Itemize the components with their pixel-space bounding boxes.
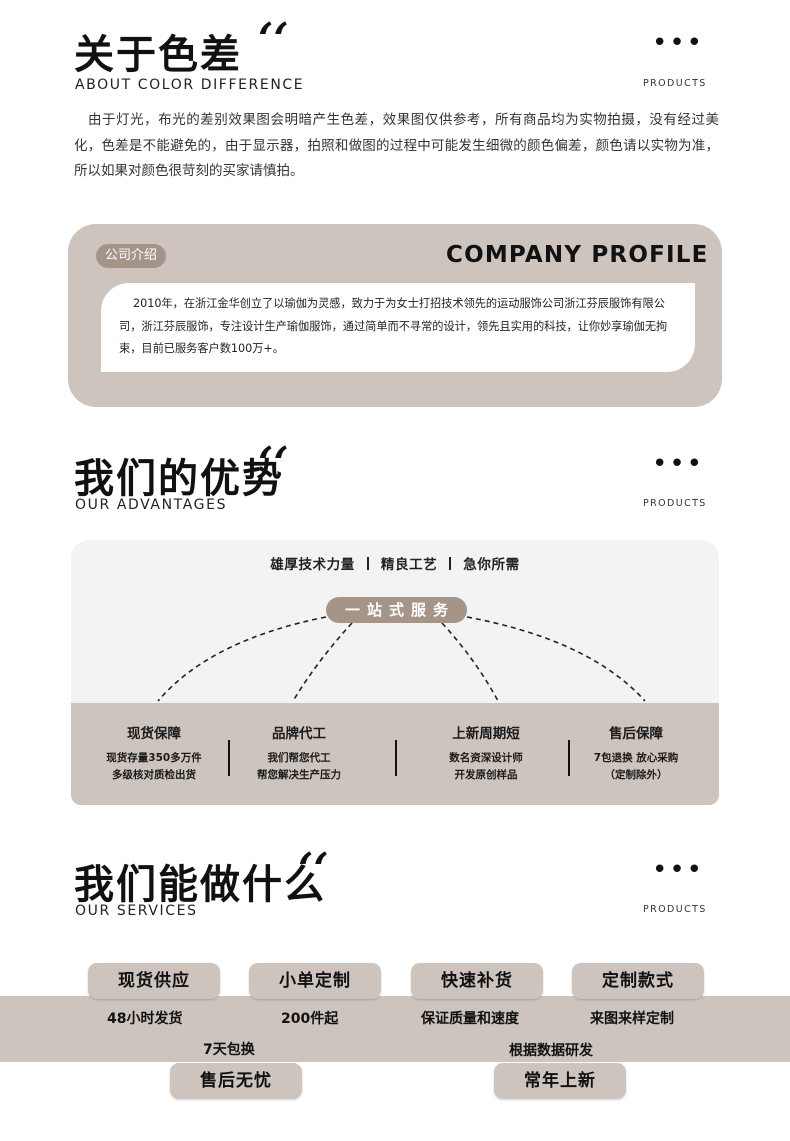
advantage-column: 现货保障 现货存量350多万件 多级核对质检出货 <box>79 722 229 784</box>
service-pill: 现货供应 <box>88 963 220 999</box>
service-detail: 200件起 <box>281 1011 339 1027</box>
services-subtitle: OUR SERVICES <box>75 903 198 919</box>
service-pill: 小单定制 <box>249 963 381 999</box>
advantage-top-item: 精良工艺 <box>380 557 438 573</box>
service-detail: 7天包换 <box>203 1042 255 1058</box>
advantage-line: 7包退换 放心采购 <box>593 752 679 764</box>
more-dots-icon: ••• <box>652 449 705 479</box>
divider <box>366 557 369 570</box>
more-dots-icon: ••• <box>652 855 705 885</box>
divider <box>228 740 230 776</box>
advantage-top-item: 急你所需 <box>463 557 520 573</box>
advantage-line: 开发原创样品 <box>454 769 518 781</box>
company-profile-title: COMPANY PROFILE <box>446 242 709 268</box>
advantage-column: 售后保障 7包退换 放心采购 （定制除外） <box>561 722 711 784</box>
divider <box>395 740 397 776</box>
advantage-title: 上新周期短 <box>452 726 520 742</box>
products-tag: PRODUCTS <box>643 78 707 89</box>
service-pill: 快速补货 <box>411 963 543 999</box>
service-pill: 售后无忧 <box>170 1063 302 1099</box>
advantage-title: 售后保障 <box>609 726 663 742</box>
services-band <box>0 996 790 1062</box>
service-detail: 来图来样定制 <box>590 1011 674 1027</box>
divider <box>568 740 570 776</box>
connector-line <box>466 616 646 702</box>
service-detail: 48小时发货 <box>107 1011 183 1027</box>
color-intro-text: 由于灯光，布光的差别效果图会明暗产生色差，效果图仅供参考，所有商品均为实物拍摄，… <box>74 112 719 179</box>
advantage-column: 品牌代工 我们帮您代工 帮您解决生产压力 <box>224 722 374 784</box>
products-tag: PRODUCTS <box>643 904 707 915</box>
service-detail: 保证质量和速度 <box>421 1011 519 1027</box>
advantage-column: 上新周期短 数名资深设计师 开发原创样品 <box>411 722 561 784</box>
advantage-title: 品牌代工 <box>272 726 326 742</box>
company-profile-text: 2010年，在浙江金华创立了以瑜伽为灵感，致力于为女士打招技术领先的运动服饰公司… <box>119 297 668 355</box>
one-stop-service-badge: 一站式服务 <box>326 597 467 623</box>
advantage-title: 现货保障 <box>127 726 181 742</box>
quote-mark-icon: ‘‘ <box>258 14 289 65</box>
services-title: 我们能做什么 <box>74 862 326 908</box>
connector-line <box>441 622 499 702</box>
advantage-line: 数名资深设计师 <box>449 752 523 764</box>
divider <box>449 557 452 570</box>
service-detail: 根据数据研发 <box>509 1043 593 1059</box>
advantage-line: 多级核对质检出货 <box>112 769 196 781</box>
advantage-line: 现货存量350多万件 <box>106 752 202 764</box>
quote-mark-icon: ‘‘ <box>258 438 289 489</box>
connector-line <box>292 622 353 702</box>
advantages-top-line: 雄厚技术力量 精良工艺 急你所需 <box>71 553 719 573</box>
more-dots-icon: ••• <box>652 28 705 58</box>
color-section-title: 关于色差 <box>74 32 242 78</box>
advantage-line: （定制除外） <box>604 769 668 781</box>
service-pill: 常年上新 <box>494 1063 626 1099</box>
advantage-line: 我们帮您代工 <box>267 752 331 764</box>
service-pill: 定制款式 <box>572 963 704 999</box>
color-section-subtitle: ABOUT COLOR DIFFERENCE <box>75 77 305 93</box>
company-profile-panel <box>101 283 695 372</box>
advantage-line: 帮您解决生产压力 <box>257 769 341 781</box>
quote-mark-icon: ‘‘ <box>298 844 329 895</box>
advantage-top-item: 雄厚技术力量 <box>270 557 355 573</box>
advantages-subtitle: OUR ADVANTAGES <box>75 497 228 513</box>
company-badge: 公司介绍 <box>96 244 167 268</box>
advantages-title: 我们的优势 <box>74 456 284 502</box>
products-tag: PRODUCTS <box>643 498 707 509</box>
connector-line <box>157 616 327 702</box>
